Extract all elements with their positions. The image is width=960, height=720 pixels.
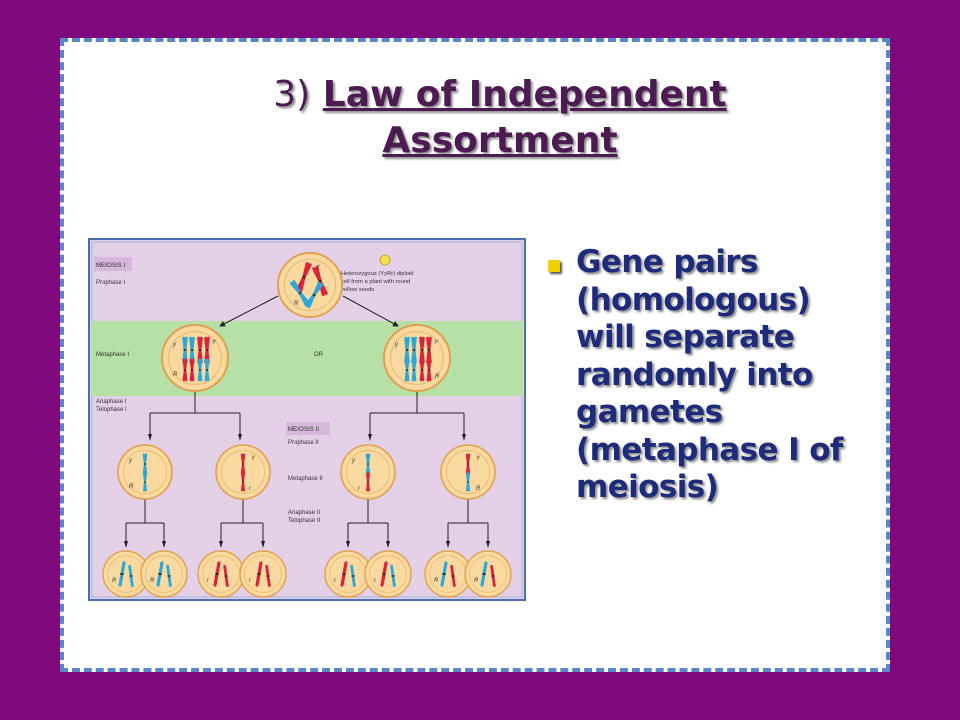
- gamete-6: r: [364, 550, 412, 598]
- yellow-seed-icon: [379, 254, 391, 266]
- svg-text:R: R: [434, 578, 439, 584]
- heterozygous-label-3: yellow seeds: [341, 287, 374, 293]
- heterozygous-label-2: cell from a plant with round: [341, 279, 410, 285]
- heterozygous-label-1: Heterozygous (YyRr) diploid: [341, 271, 414, 277]
- svg-text:R: R: [150, 578, 155, 584]
- svg-text:Y: Y: [212, 340, 217, 346]
- svg-text:R: R: [129, 484, 134, 490]
- metaphase-ii-cell-4: Y R: [440, 444, 496, 500]
- svg-text:R: R: [112, 578, 117, 584]
- metaphase-ii-cell-2: Y r: [215, 444, 271, 500]
- gamete-1: R: [102, 550, 150, 598]
- svg-text:R: R: [476, 486, 481, 492]
- gamete-4: r: [239, 550, 287, 598]
- gamete-3: r: [197, 550, 245, 598]
- prophase-ii-label: Prophase II: [288, 440, 319, 446]
- metaphase-i-cell-right: y Y R: [383, 324, 451, 392]
- svg-text:R: R: [173, 372, 178, 378]
- svg-text:Y: Y: [251, 456, 256, 462]
- meiosis-ii-label: MEIOSIS II: [288, 426, 319, 433]
- svg-text:R: R: [435, 374, 440, 380]
- or-label: OR: [314, 352, 324, 358]
- gamete-7: R: [424, 550, 472, 598]
- svg-text:r: r: [374, 578, 377, 584]
- slide-title: 3) Law of Independent Assortment: [150, 72, 850, 164]
- gamete-8: R: [464, 550, 512, 598]
- metaphase-ii-cell-1: y R: [117, 444, 173, 500]
- meiosis-i-tag: [94, 257, 132, 271]
- metaphase-i-band: [91, 321, 523, 396]
- diploid-cell: Y R: [277, 252, 343, 318]
- metaphase-i-label: Metaphase I: [96, 352, 129, 358]
- bullet-text: Gene pairs (homologous) will separate ra…: [576, 244, 843, 505]
- svg-text:y: y: [128, 458, 133, 464]
- svg-text:r: r: [249, 578, 252, 584]
- svg-text:Y: Y: [476, 456, 481, 462]
- telophase-ii-label: Telophase II: [288, 518, 321, 524]
- telophase-i-label: Telophase I: [96, 407, 127, 413]
- bullet-marker-icon: [548, 260, 560, 272]
- svg-text:R: R: [294, 301, 299, 307]
- meiosis-ii-tag: [286, 422, 330, 435]
- svg-text:r: r: [249, 486, 252, 492]
- metaphase-i-cell-left: y Y R: [161, 324, 229, 392]
- svg-text:y: y: [172, 342, 177, 348]
- meiosis-i-label: MEIOSIS I: [96, 262, 126, 269]
- metaphase-ii-label: Metaphase II: [288, 476, 323, 482]
- svg-text:Y: Y: [316, 265, 321, 271]
- title-number: 3): [273, 74, 311, 115]
- meiosis-diagram: MEIOSIS I Prophase I Metaphase I Anaphas…: [88, 238, 526, 601]
- svg-text:Y: Y: [434, 340, 439, 346]
- svg-text:y: y: [351, 458, 356, 464]
- svg-text:r: r: [207, 578, 210, 584]
- gamete-5: r: [324, 550, 372, 598]
- prophase-i-label: Prophase I: [96, 280, 125, 286]
- anaphase-ii-label: Anaphase II: [288, 510, 320, 516]
- metaphase-ii-cell-3: y r: [340, 444, 396, 500]
- meiosis-figure: MEIOSIS I Prophase I Metaphase I Anaphas…: [88, 238, 526, 601]
- gamete-2: R: [140, 550, 188, 598]
- svg-text:r: r: [358, 486, 361, 492]
- title-text: Law of Independent Assortment: [322, 74, 727, 161]
- anaphase-i-label: Anaphase I: [96, 399, 127, 405]
- svg-text:R: R: [474, 578, 479, 584]
- svg-text:r: r: [334, 578, 337, 584]
- svg-text:y: y: [394, 342, 399, 348]
